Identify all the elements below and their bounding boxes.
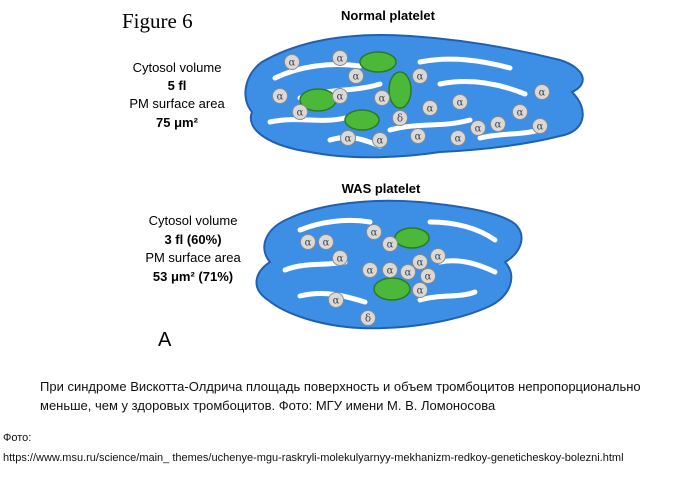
svg-text:α: α — [457, 98, 464, 109]
svg-text:α: α — [367, 266, 374, 277]
photo-source-url: https://www.msu.ru/science/main_ themes/… — [3, 452, 624, 464]
alpha-granule: α — [300, 234, 316, 250]
alpha-granule: α — [450, 130, 466, 146]
svg-text:α: α — [337, 54, 344, 65]
was-mitochondria — [373, 227, 430, 301]
alpha-granule: α — [412, 254, 428, 270]
svg-text:α: α — [405, 268, 412, 279]
alpha-granule: α — [382, 262, 398, 278]
svg-text:α: α — [517, 108, 524, 119]
svg-text:α: α — [323, 238, 330, 249]
alpha-granule: α — [318, 234, 334, 250]
svg-text:α: α — [537, 122, 544, 133]
svg-text:α: α — [297, 108, 304, 119]
alpha-granule: α — [284, 54, 300, 70]
svg-text:α: α — [387, 240, 394, 251]
svg-text:δ: δ — [365, 314, 371, 325]
svg-text:α: α — [435, 252, 442, 263]
was-platelet-stats: Cytosol volume 3 fl (60%) PM surface are… — [145, 213, 241, 284]
alpha-granule: α — [470, 120, 486, 136]
alpha-granule: α — [374, 90, 390, 106]
mitochondrion — [373, 277, 411, 301]
alpha-granule: α — [412, 68, 428, 84]
alpha-granule: α — [422, 100, 438, 116]
alpha-granule: α — [430, 248, 446, 264]
mitochondrion — [344, 109, 380, 131]
svg-text:α: α — [333, 296, 340, 307]
normal-cytosol-label: Cytosol volume — [133, 60, 222, 75]
svg-text:α: α — [417, 258, 424, 269]
svg-text:α: α — [387, 266, 394, 277]
alpha-granule: α — [340, 130, 356, 146]
svg-text:α: α — [455, 134, 462, 145]
svg-text:α: α — [277, 92, 284, 103]
alpha-granule: α — [532, 118, 548, 134]
alpha-granule: α — [512, 104, 528, 120]
svg-text:α: α — [415, 132, 422, 143]
normal-platelet-stats: Cytosol volume 5 fl PM surface area 75 μ… — [129, 60, 225, 130]
svg-text:α: α — [353, 72, 360, 83]
svg-text:α: α — [337, 92, 344, 103]
normal-platelet-title: Normal platelet — [341, 8, 436, 23]
svg-text:α: α — [345, 134, 352, 145]
svg-text:α: α — [379, 94, 386, 105]
svg-text:α: α — [425, 272, 432, 283]
svg-text:α: α — [305, 238, 312, 249]
normal-cytosol-value: 5 fl — [168, 78, 187, 93]
alpha-granule: α — [490, 116, 506, 132]
svg-text:α: α — [377, 136, 384, 147]
was-cytosol-label: Cytosol volume — [149, 213, 238, 228]
alpha-granule: α — [328, 292, 344, 308]
alpha-granule: α — [272, 88, 288, 104]
svg-text:α: α — [539, 88, 546, 99]
was-platelet-title: WAS platelet — [342, 181, 421, 196]
svg-text:α: α — [417, 72, 424, 83]
alpha-granule: α — [382, 236, 398, 252]
alpha-granule: α — [332, 88, 348, 104]
alpha-granule: α — [420, 268, 436, 284]
was-pm-label: PM surface area — [145, 250, 241, 265]
svg-text:δ: δ — [397, 114, 403, 125]
figure-title: Figure 6 — [122, 9, 193, 33]
alpha-granule: α — [332, 250, 348, 266]
alpha-granule: α — [400, 264, 416, 280]
delta-granule: δ — [392, 110, 408, 126]
alpha-granule: α — [366, 224, 382, 240]
alpha-granule: α — [362, 262, 378, 278]
mitochondrion — [359, 51, 397, 73]
svg-text:α: α — [289, 58, 296, 69]
mitochondrion — [394, 227, 430, 249]
alpha-granule: α — [292, 104, 308, 120]
alpha-granule: α — [372, 132, 388, 148]
alpha-granule: α — [534, 84, 550, 100]
delta-granule: δ — [360, 310, 376, 326]
alpha-granule: α — [348, 68, 364, 84]
normal-mitochondria — [299, 51, 412, 131]
alpha-granule: α — [452, 94, 468, 110]
svg-text:α: α — [371, 228, 378, 239]
caption: При синдроме Вискотта-Олдрича площадь по… — [40, 379, 641, 413]
svg-text:α: α — [427, 104, 434, 115]
svg-text:α: α — [417, 286, 424, 297]
normal-pm-value: 75 μm² — [156, 115, 199, 130]
alpha-granule: α — [410, 128, 426, 144]
svg-text:α: α — [495, 120, 502, 131]
svg-text:α: α — [337, 254, 344, 265]
was-cytosol-value: 3 fl (60%) — [164, 232, 221, 247]
alpha-granule: α — [412, 282, 428, 298]
normal-pm-label: PM surface area — [129, 96, 225, 111]
svg-text:α: α — [475, 124, 482, 135]
alpha-granule: α — [332, 50, 348, 66]
photo-credit-label: Фото: — [3, 432, 32, 444]
panel-letter: A — [158, 329, 172, 351]
mitochondrion — [388, 71, 412, 109]
was-pm-value: 53 μm² (71%) — [153, 269, 233, 284]
